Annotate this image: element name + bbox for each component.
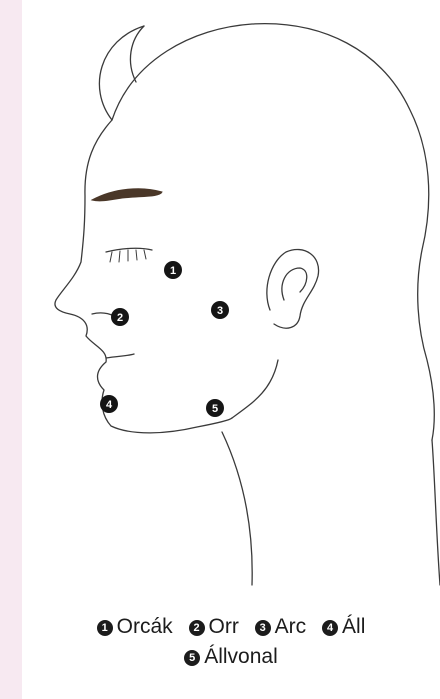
svg-text:5: 5 [212,403,218,415]
neck-front [222,432,252,585]
legend-number-5: 5 [184,650,200,666]
legend-item-arc: 3Arc [255,612,307,642]
hair-tuft [130,26,144,82]
legend-item-allvonal: 5Állvonal [184,642,278,672]
svg-text:4: 4 [106,399,113,411]
legend-item-orr: 2Orr [189,612,239,642]
svg-text:3: 3 [217,305,223,317]
svg-text:2: 2 [117,312,123,324]
marker-2: 2 [111,308,129,326]
legend-number-4: 4 [322,620,338,636]
legend-label-4: Áll [342,615,365,638]
head-top-outline [112,24,434,440]
eyebrow [92,189,162,201]
legend-label-3: Arc [275,615,307,638]
legend: 1Orcák 2Orr 3Arc 4Áll 5Állvonal [22,612,440,672]
legend-number-3: 3 [255,620,271,636]
marker-4: 4 [100,395,118,413]
legend-line-2: 5Állvonal [22,642,440,672]
marker-5: 5 [206,399,224,417]
legend-number-2: 2 [189,620,205,636]
ear-outline [267,249,319,328]
legend-number-1: 1 [97,620,113,636]
nostril-line [92,313,114,316]
legend-label-2: Orr [209,615,239,638]
diagram-card: 1 2 3 4 5 1Orcák 2Orr 3Arc 4Áll 5Állvona… [22,0,440,699]
face-profile-illustration: 1 2 3 4 5 [22,0,440,590]
legend-item-all: 4Áll [322,612,365,642]
neck-back [432,440,440,585]
mouth-line [106,354,134,358]
marker-1: 1 [164,261,182,279]
legend-label-5: Állvonal [204,645,278,668]
ear-inner [282,268,307,300]
head-outline [55,26,232,433]
legend-label-1: Orcák [117,615,173,638]
legend-line-1: 1Orcák 2Orr 3Arc 4Áll [22,612,440,642]
marker-3: 3 [211,301,229,319]
jawline [232,360,278,418]
closed-eye [106,248,152,252]
legend-item-orcak: 1Orcák [97,612,173,642]
svg-text:1: 1 [170,265,176,277]
